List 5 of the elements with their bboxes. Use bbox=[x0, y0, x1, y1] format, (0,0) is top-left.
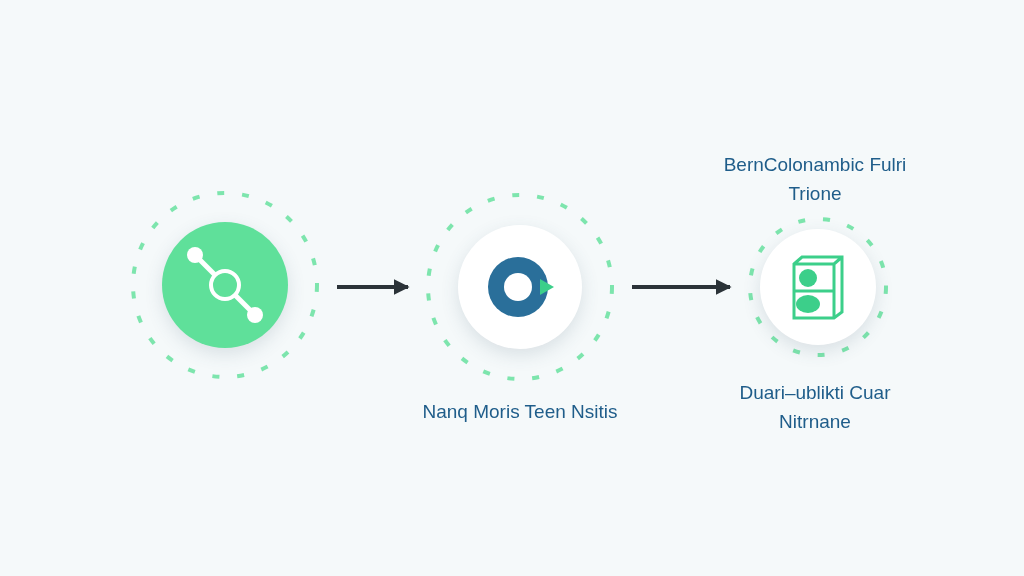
node-label: Nanq Moris Teen Nsitis bbox=[421, 400, 619, 424]
node-label: Duari–ublikti Cuar Nitrnane bbox=[738, 381, 892, 434]
arrow bbox=[337, 279, 410, 295]
arrow bbox=[632, 279, 732, 295]
node-label: BernColonambic Fulri Trione bbox=[722, 153, 908, 206]
